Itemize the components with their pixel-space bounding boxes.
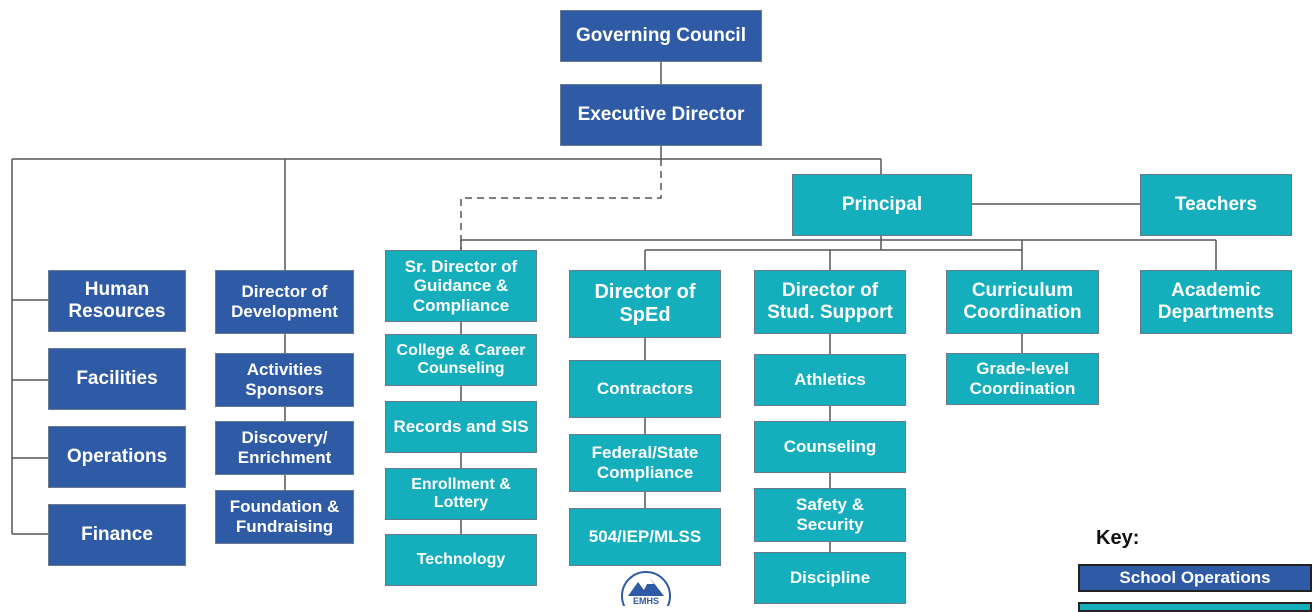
- enrollment-lottery-box: Enrollment & Lottery: [385, 468, 537, 520]
- discipline-box: Discipline: [754, 552, 906, 604]
- academic-departments-box: Academic Departments: [1140, 270, 1292, 334]
- governing-council-box: Governing Council: [560, 10, 762, 62]
- counseling-box: Counseling: [754, 421, 906, 473]
- executive-director-box: Executive Director: [560, 84, 762, 146]
- teachers-box: Teachers: [1140, 174, 1292, 236]
- director-stud-support-box: Director of Stud. Support: [754, 270, 906, 334]
- technology-box: Technology: [385, 534, 537, 586]
- key-academics-swatch: [1078, 602, 1312, 612]
- finance-box: Finance: [48, 504, 186, 566]
- safety-security-box: Safety & Security: [754, 488, 906, 542]
- principal-box: Principal: [792, 174, 972, 236]
- key-school-operations: School Operations: [1078, 564, 1312, 592]
- key-title: Key:: [1096, 527, 1140, 549]
- athletics-box: Athletics: [754, 354, 906, 406]
- discovery-enrichment-box: Discovery/ Enrichment: [215, 421, 354, 475]
- school-logo-icon: EMHS: [621, 571, 671, 606]
- college-career-box: College & Career Counseling: [385, 334, 537, 386]
- curriculum-coordination-box: Curriculum Coordination: [946, 270, 1099, 334]
- contractors-box: Contractors: [569, 360, 721, 418]
- operations-box: Operations: [48, 426, 186, 488]
- human-resources-box: Human Resources: [48, 270, 186, 332]
- federal-state-compliance-box: Federal/State Compliance: [569, 434, 721, 492]
- records-sis-box: Records and SIS: [385, 401, 537, 453]
- sr-director-guidance-box: Sr. Director of Guidance & Compliance: [385, 250, 537, 322]
- grade-level-coordination-box: Grade-level Coordination: [946, 353, 1099, 405]
- activities-sponsors-box: Activities Sponsors: [215, 353, 354, 407]
- iep-mlss-box: 504/IEP/MLSS: [569, 508, 721, 566]
- logo-text: EMHS: [633, 596, 659, 606]
- facilities-box: Facilities: [48, 348, 186, 410]
- director-development-box: Director of Development: [215, 270, 354, 334]
- director-sped-box: Director of SpEd: [569, 270, 721, 338]
- foundation-fundraising-box: Foundation & Fundraising: [215, 490, 354, 544]
